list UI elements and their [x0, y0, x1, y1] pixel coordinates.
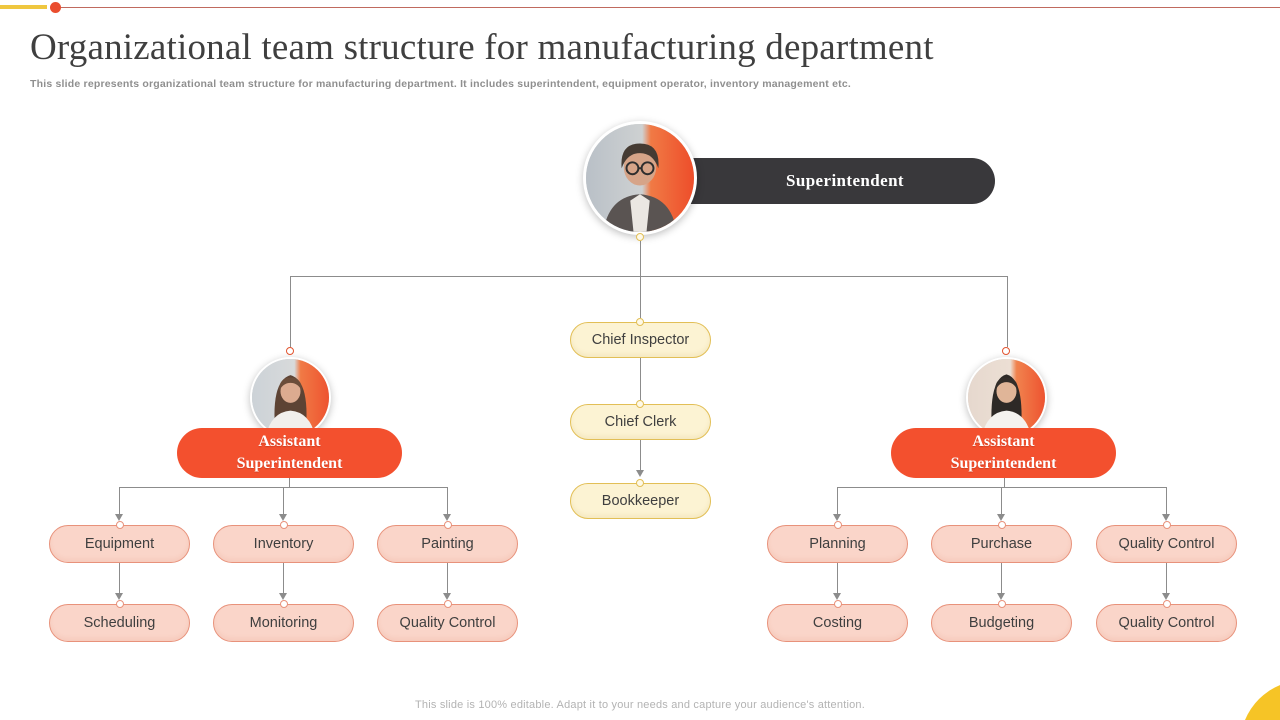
- connector-dot: [833, 600, 842, 608]
- org-node-painting: Painting: [377, 525, 518, 563]
- connector-dot: [443, 521, 452, 529]
- top-rule-line: [61, 7, 1280, 8]
- arrow-down-icon: [1162, 593, 1170, 600]
- connector-dot: [279, 600, 288, 608]
- org-node-quality-control-right-bottom: Quality Control: [1096, 604, 1237, 642]
- connector-line: [447, 487, 448, 514]
- arrow-down-icon: [443, 593, 451, 600]
- left-assistant-photo: [249, 356, 331, 438]
- page-subtitle: This slide represents organizational tea…: [30, 78, 851, 90]
- connector-line: [639, 241, 641, 276]
- connector-line: [639, 358, 641, 404]
- connector-line: [119, 563, 120, 593]
- connector-dot: [115, 600, 124, 608]
- arrow-down-icon: [1162, 514, 1170, 521]
- connector-line: [837, 487, 1167, 488]
- connector-dot: [636, 318, 644, 326]
- left-assistant-avatar-icon: [251, 358, 329, 436]
- org-node-left-assistant-superintendent: Assistant Superintendent: [177, 428, 402, 478]
- right-assistant-photo: [965, 356, 1047, 438]
- connector-line: [119, 487, 120, 514]
- arrow-down-icon: [115, 514, 123, 521]
- org-node-costing: Costing: [767, 604, 908, 642]
- connector-line: [1003, 478, 1005, 487]
- connector-dot: [286, 347, 294, 355]
- arrow-down-icon: [833, 593, 841, 600]
- org-node-bookkeeper: Bookkeeper: [570, 483, 711, 519]
- arrow-down-icon: [443, 514, 451, 521]
- connector-dot: [1002, 347, 1010, 355]
- connector-dot: [279, 521, 288, 529]
- org-node-monitoring: Monitoring: [213, 604, 354, 642]
- org-node-quality-control-right-top: Quality Control: [1096, 525, 1237, 563]
- connector-line: [289, 478, 290, 487]
- superintendent-photo: [583, 121, 697, 235]
- connector-dot: [636, 400, 644, 408]
- org-node-scheduling: Scheduling: [49, 604, 190, 642]
- connector-dot: [997, 600, 1006, 608]
- arrow-down-icon: [997, 514, 1005, 521]
- connector-line: [639, 276, 641, 318]
- connector-line: [837, 563, 838, 593]
- right-assistant-avatar-icon: [967, 358, 1045, 436]
- arrow-down-icon: [115, 593, 123, 600]
- arrow-down-icon: [635, 470, 644, 477]
- connector-line: [837, 487, 838, 514]
- left-assistant-label: Assistant Superintendent: [236, 432, 343, 472]
- page-title: Organizational team structure for manufa…: [30, 27, 934, 68]
- top-accent-bar: [0, 5, 47, 9]
- footer-note: This slide is 100% editable. Adapt it to…: [415, 699, 865, 711]
- org-node-chief-clerk: Chief Clerk: [570, 404, 711, 440]
- top-accent-dot: [50, 2, 61, 13]
- org-node-right-assistant-superintendent: Assistant Superintendent: [891, 428, 1116, 478]
- connector-line: [1001, 563, 1002, 593]
- arrow-down-icon: [997, 593, 1005, 600]
- connector-line: [447, 563, 448, 593]
- connector-dot: [997, 521, 1006, 529]
- connector-line: [639, 440, 641, 470]
- org-node-inventory: Inventory: [213, 525, 354, 563]
- connector-dot: [833, 521, 842, 529]
- connector-dot: [115, 521, 124, 529]
- org-node-chief-inspector: Chief Inspector: [570, 322, 711, 358]
- connector-line: [283, 563, 284, 593]
- org-node-planning: Planning: [767, 525, 908, 563]
- org-node-superintendent: Superintendent: [640, 158, 995, 204]
- org-node-quality-control-left: Quality Control: [377, 604, 518, 642]
- connector-line: [290, 276, 1007, 277]
- arrow-down-icon: [279, 514, 287, 521]
- arrow-down-icon: [833, 514, 841, 521]
- connector-line: [283, 487, 284, 514]
- connector-dot: [1162, 600, 1171, 608]
- connector-line: [1006, 276, 1008, 347]
- org-node-purchase: Purchase: [931, 525, 1072, 563]
- connector-dot: [636, 233, 644, 241]
- connector-line: [1001, 487, 1002, 514]
- arrow-down-icon: [279, 593, 287, 600]
- org-node-budgeting: Budgeting: [931, 604, 1072, 642]
- connector-dot: [1162, 521, 1171, 529]
- connector-dot: [443, 600, 452, 608]
- connector-line: [1166, 487, 1167, 514]
- org-node-equipment: Equipment: [49, 525, 190, 563]
- connector-line: [289, 276, 291, 347]
- connector-dot: [636, 479, 644, 487]
- superintendent-avatar-icon: [586, 124, 694, 232]
- connector-line: [1166, 563, 1167, 593]
- right-assistant-label: Assistant Superintendent: [950, 432, 1057, 472]
